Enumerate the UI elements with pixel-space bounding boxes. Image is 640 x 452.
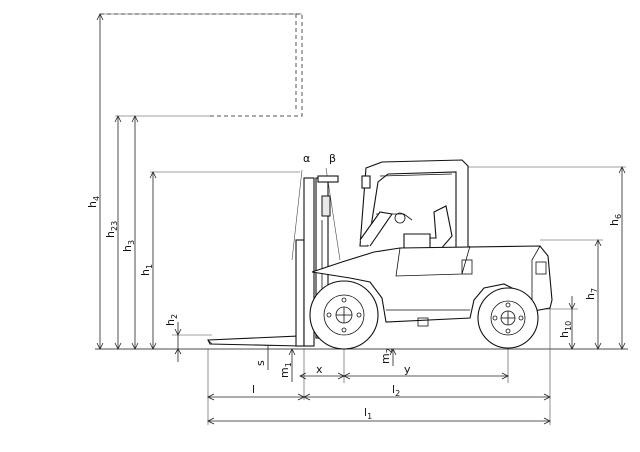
label-h2: h2 [164, 314, 179, 326]
label-y: y [404, 363, 411, 376]
label-alpha: α [303, 152, 310, 165]
label-m2: m2 [379, 348, 394, 364]
vertical-dimensions [96, 13, 626, 362]
label-l2: l2 [392, 383, 400, 398]
label-h10: h10 [558, 321, 573, 338]
label-s: s [254, 360, 267, 366]
label-h1: h1 [139, 264, 154, 276]
label-h3: h3 [121, 240, 136, 252]
horizontal-dimensions [207, 300, 551, 425]
label-h7: h7 [584, 288, 599, 300]
overhead-guard [359, 159, 469, 251]
label-beta: β [329, 152, 336, 165]
label-l: l [252, 383, 255, 396]
label-x: x [316, 363, 323, 376]
dimension-labels: h4 h23 h3 h1 h2 h6 h7 h10 α β s m1 m2 x … [86, 152, 623, 421]
label-h4: h4 [86, 196, 101, 208]
label-h23: h23 [104, 221, 119, 238]
raised-mast-outline [100, 13, 303, 117]
forks [207, 335, 301, 347]
rear-wheel [477, 287, 539, 349]
seat-and-steering [359, 205, 453, 251]
label-l1: l1 [364, 406, 372, 421]
label-h6: h6 [608, 214, 623, 226]
front-wheel [309, 280, 379, 350]
label-m1: m1 [278, 362, 293, 378]
truck-body [311, 245, 553, 327]
